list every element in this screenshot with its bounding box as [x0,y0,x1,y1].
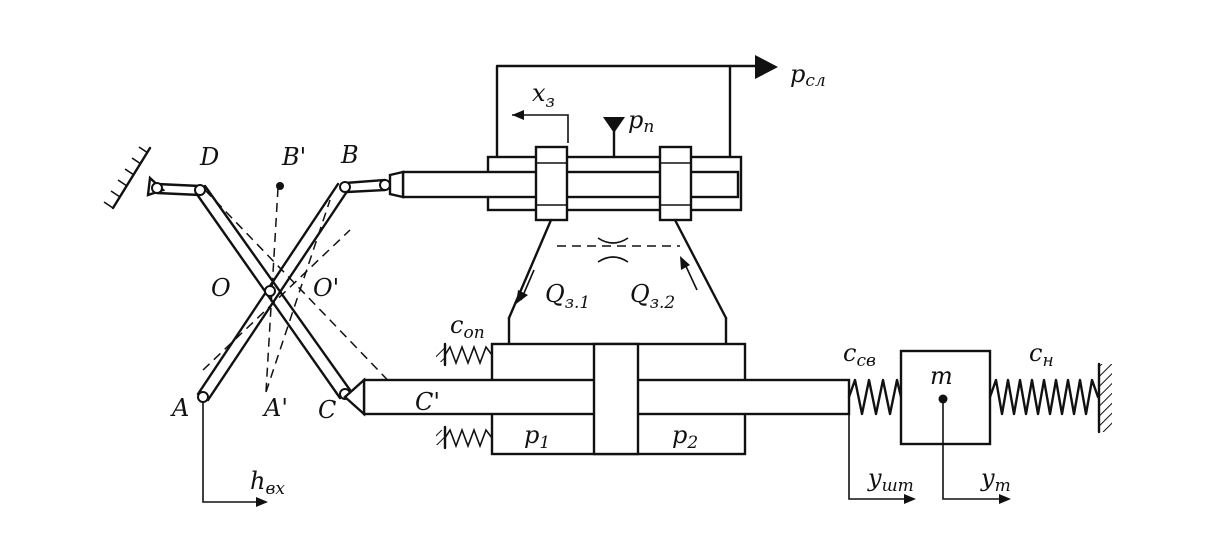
label-p-sl-main: p [790,60,805,88]
spool-valve [388,55,778,222]
label-c-prime: C' [415,388,440,416]
svg-text:hвх: hвх [250,467,285,499]
label-x-sub: з [546,92,555,112]
svg-text:cсв: cсв [843,339,876,371]
label-c: C [318,396,336,424]
svg-text:cоп: cоп [450,311,485,343]
label-p1-sub: 1 [539,433,550,453]
label-p-p-main: p [628,106,643,134]
label-y-t-sub: т [995,476,1011,496]
label-c-n-sub: н [1042,351,1053,371]
label-c-sv-sub: св [856,351,876,371]
svg-text:yт: yт [980,464,1011,496]
label-y-sht-sub: шт [882,476,914,496]
label-q1-sub: з.1 [565,293,591,313]
svg-text:Qз.2: Qз.2 [630,280,675,313]
label-q1-main: Q [545,280,565,308]
svg-text:yшт: yшт [867,464,914,496]
label-a-prime: A' [262,394,288,422]
hydraulic-cylinder [343,342,851,456]
hydraulic-lines [507,218,728,346]
svg-text:xз: xз [532,79,555,112]
displaced-position-lines [202,187,404,397]
label-a: A [170,394,189,422]
label-p-sl-sub: сл [805,71,825,91]
load-system [847,349,1112,446]
fixed-support-d [103,146,166,210]
label-h-sub: вх [265,479,285,499]
label-b: B [340,141,359,169]
label-d: D [199,143,219,171]
pivot-pins [151,179,410,403]
svg-text:pсл: pсл [790,60,826,91]
label-p-p-sub: п [643,117,654,137]
label-b-prime: B' [281,143,306,171]
svg-text:p2: p2 [672,421,698,453]
svg-text:pп: pп [628,106,654,137]
label-y-sht-main: y [867,464,882,492]
svg-text:Qз.1: Qз.1 [545,280,590,313]
label-p2-sub: 2 [686,433,698,453]
label-c-n-main: c [1029,339,1042,367]
label-h-main: h [250,467,265,495]
label-m: m [930,362,953,390]
label-o: O [211,274,231,302]
svg-text:cн: cн [1029,339,1054,371]
labels: D B' B O O' A A' C C' xз pсл pп Qз.1 Qз.… [170,60,1054,499]
label-o-prime: O' [313,274,339,302]
label-q2-sub: з.2 [650,293,676,313]
label-y-t-main: y [980,464,995,492]
label-p1-main: p [524,421,539,449]
label-c-op-main: c [450,311,463,339]
label-q2-main: Q [630,280,650,308]
label-c-sv-main: c [843,339,856,367]
stop-springs [436,342,493,450]
label-p2-main: p [672,421,687,449]
displacement-arrows [202,402,1011,507]
label-x-main: x [532,79,546,107]
svg-text:p1: p1 [524,421,550,453]
label-c-op-sub: оп [463,323,484,343]
